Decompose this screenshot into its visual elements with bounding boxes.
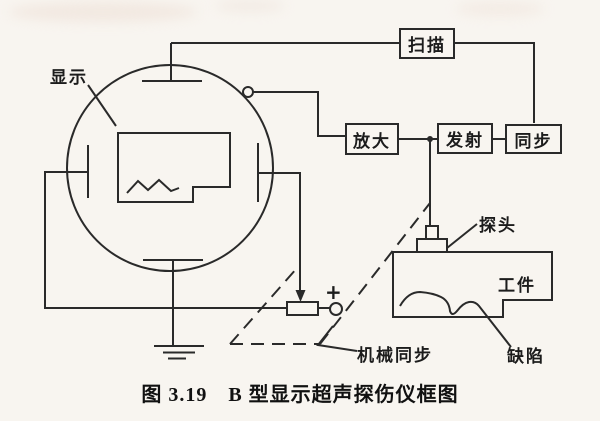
output-terminal	[329, 302, 343, 316]
block-sync: 同步	[505, 124, 562, 154]
mechanical-linkage-dashes	[229, 202, 431, 345]
left-plate-and-wire	[44, 145, 287, 309]
potentiometer	[286, 301, 343, 316]
display-pointer-line	[87, 84, 117, 127]
label-display: 显示	[50, 68, 88, 87]
polarity-plus-mark: +	[325, 280, 342, 304]
crt-tube-circle	[66, 64, 274, 272]
right-plate-and-wire	[257, 143, 301, 291]
bottom-plate-and-ground	[143, 259, 204, 360]
ground-symbol	[154, 345, 204, 360]
crt-screen-outline	[117, 132, 231, 203]
top-plate-and-scan-wire	[142, 42, 399, 82]
workpiece-outline	[392, 251, 553, 318]
label-defect: 缺陷	[507, 347, 545, 366]
label-workpiece: 工件	[498, 276, 536, 295]
grid-to-amplifier-wire	[253, 91, 345, 137]
defect-curve-and-pointer	[399, 290, 512, 348]
wiper-arrowhead	[295, 290, 306, 302]
block-transmit: 发射	[437, 123, 493, 154]
mech-sync-pointer-line	[316, 325, 358, 352]
potentiometer-body	[286, 301, 319, 316]
bscan-trace	[126, 178, 180, 194]
probe-body	[416, 225, 448, 253]
block-scan: 扫描	[399, 28, 455, 59]
probe-pointer-line	[446, 223, 478, 249]
junction-dot	[427, 136, 433, 142]
figure-caption: 图 3.19 B 型显示超声探伤仪框图	[141, 384, 459, 406]
label-mechanical-sync: 机械同步	[357, 346, 433, 365]
block-amplify: 放大	[345, 123, 399, 155]
grid-terminal	[242, 86, 254, 98]
label-probe: 探头	[479, 216, 517, 235]
scan-to-sync-wire	[454, 42, 535, 123]
